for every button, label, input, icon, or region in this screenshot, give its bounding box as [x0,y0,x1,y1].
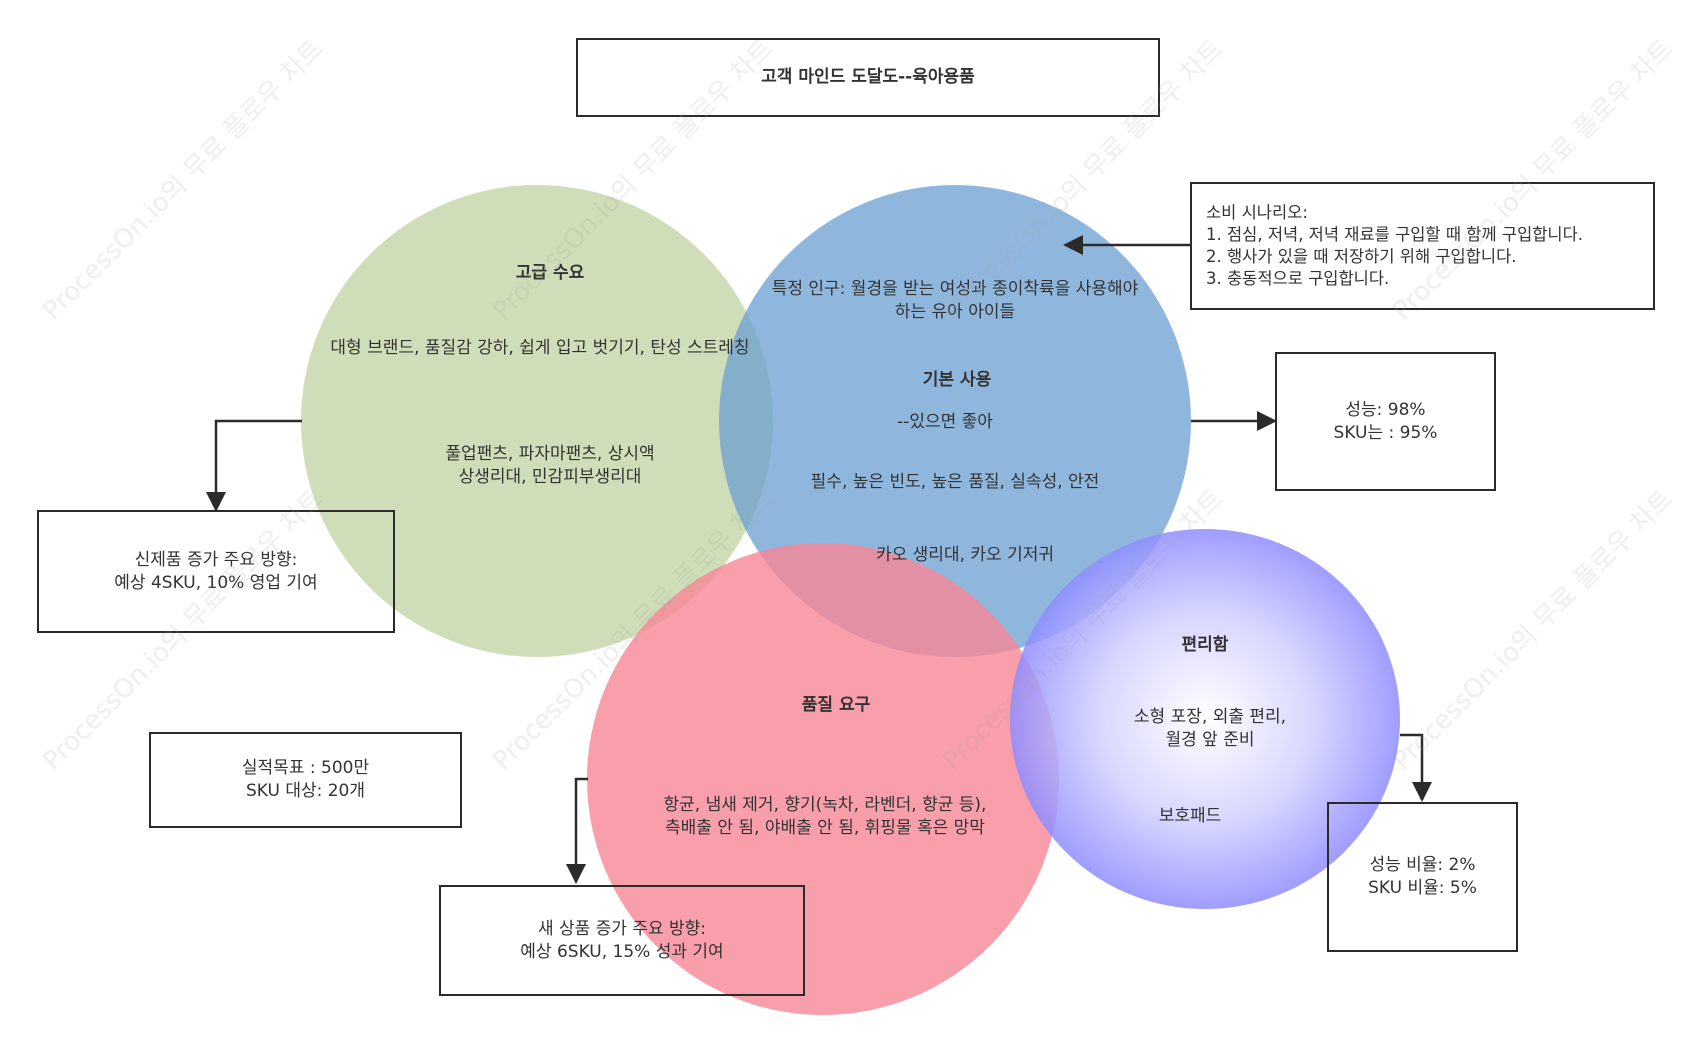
basic-use-title: 기본 사용 [922,370,992,390]
blue-circle [719,185,1191,657]
new-product-bottom-text: 새 상품 증가 주요 방향: 예상 6SKU, 15% 성과 기여 [520,918,724,962]
high-demand-title: 고급 수요 [515,263,585,283]
basic-use-products: 카오 생리대, 카오 기저귀 [875,545,1054,565]
pink-circle [587,543,1059,1015]
high-demand-desc: 대형 브랜드, 품질감 강하, 쉽게 입고 벗기기, 탄성 스트레칭 [330,338,750,358]
new-product-left-text: 신제품 증가 주요 방향: 예상 4SKU, 10% 영업 기여 [114,549,318,593]
arrow-left [206,419,302,512]
target-box: 실적목표 : 500만 SKU 대상: 20개 [149,732,462,828]
basic-use-target: 특정 인구: 월경을 받는 여성과 종이착륙을 사용해야 하는 유아 아이들 [771,279,1139,322]
target-text: 실적목표 : 500만 SKU 대상: 20개 [241,758,370,801]
high-demand-products: 풀업팬츠, 파자마팬츠, 상시액 상생리대, 민감피부생리대 [445,444,655,487]
quality-desc: 항균, 냄새 제거, 향기(녹차, 라벤더, 향균 등), 측배출 안 됨, 야… [663,795,987,838]
green-circle [301,185,773,657]
performance-text: 성능: 98% SKU는 : 95% [1333,399,1438,443]
page-title: 고객 마인드 도달도--육아용품 [761,67,975,87]
convenience-title: 편리함 [1181,635,1229,655]
arrow-bottom [566,777,588,884]
title-box: 고객 마인드 도달도--육아용품 [576,38,1160,117]
arrow-ratio [1400,733,1432,802]
quality-title: 품질 요구 [801,695,871,715]
performance-box: 성능: 98% SKU는 : 95% [1275,352,1496,491]
basic-use-subtitle: --있으면 좋아 [897,412,993,432]
ratio-box: 성능 비율: 2% SKU 비율: 5% [1327,802,1518,952]
convenience-products: 보호패드 [1158,806,1222,826]
ratio-text: 성능 비율: 2% SKU 비율: 5% [1368,855,1477,898]
scenario-text: 소비 시나리오: 1. 점심, 저녁, 저녁 재료를 구입할 때 함께 구입합니… [1206,203,1584,288]
new-product-left-box: 신제품 증가 주요 방향: 예상 4SKU, 10% 영업 기여 [37,510,395,633]
basic-use-desc: 필수, 높은 빈도, 높은 품질, 실속성, 안전 [810,472,1100,492]
convenience-desc: 소형 포장, 외출 편리, 월경 앞 준비 [1133,707,1287,750]
scenario-box: 소비 시나리오: 1. 점심, 저녁, 저녁 재료를 구입할 때 함께 구입합니… [1190,182,1655,310]
purple-circle [1010,529,1400,909]
new-product-bottom-box: 새 상품 증가 주요 방향: 예상 6SKU, 15% 성과 기여 [439,885,805,996]
